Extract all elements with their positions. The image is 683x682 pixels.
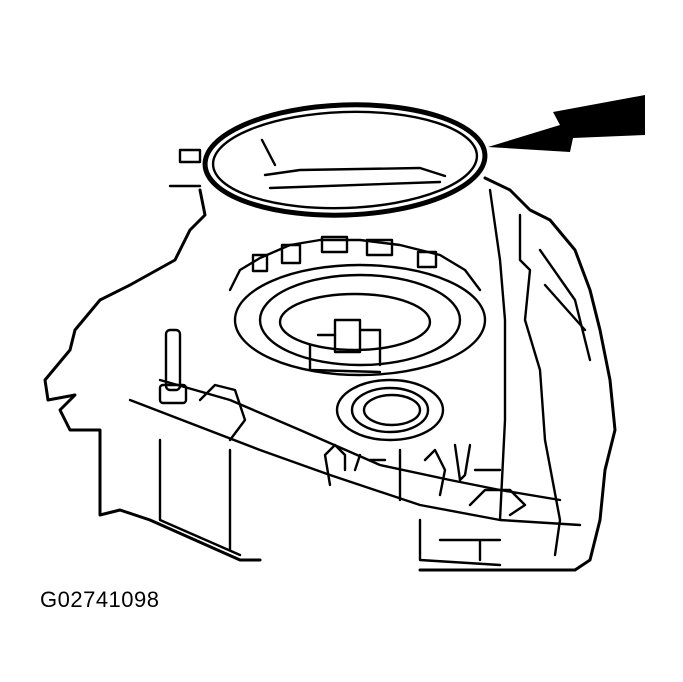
drum-assembly [233,263,487,377]
bolt [158,328,188,405]
clutch-teeth [228,235,482,292]
case-housing [43,176,617,572]
callout-arrow-icon [488,95,645,152]
figure-caption: G02741098 [40,587,160,612]
lower-ports [198,383,527,517]
seal-ring [168,102,488,218]
oil-seal [335,378,445,442]
